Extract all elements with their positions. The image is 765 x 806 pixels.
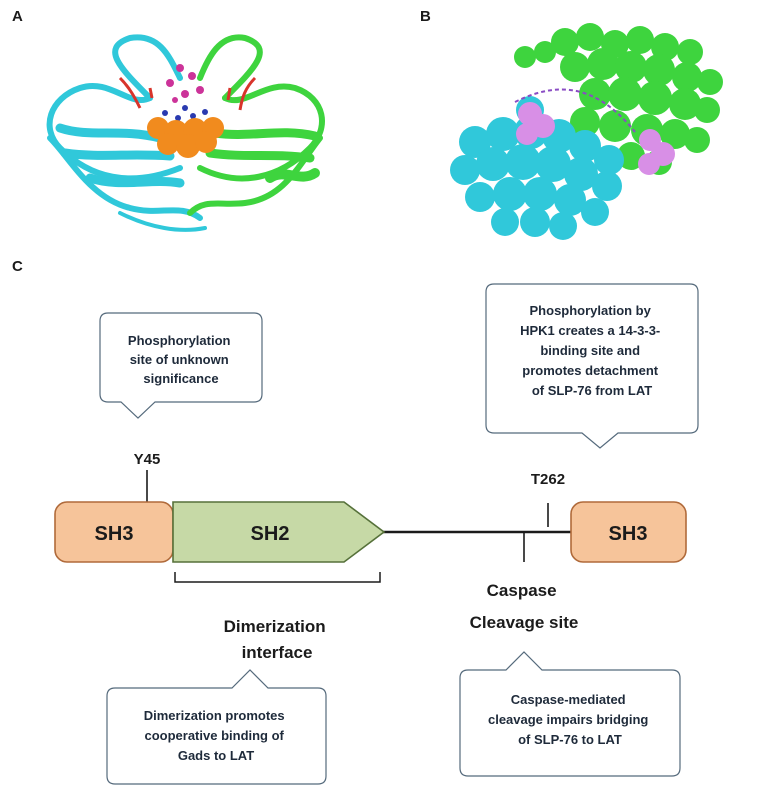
callout-dimerization-line-2: cooperative binding of bbox=[144, 728, 284, 743]
cyan-ribbon-chain bbox=[46, 34, 207, 232]
callout-y45-line-1: Phosphorylation bbox=[128, 333, 231, 348]
sh3-domain-c-label: SH3 bbox=[609, 523, 648, 545]
callout-caspase: Caspase-mediated cleavage impairs bridgi… bbox=[459, 651, 681, 777]
site-label-y45: Y45 bbox=[134, 451, 161, 468]
sh2-domain-label: SH2 bbox=[251, 523, 290, 545]
callout-t262-line-3: binding site and bbox=[540, 343, 640, 358]
dimerization-interface-label: Dimerization interface bbox=[224, 617, 331, 662]
sh3-domain-c-terminal bbox=[570, 501, 687, 563]
callout-t262-line-4: promotes detachment bbox=[522, 363, 658, 378]
callout-t262-line-5: of SLP-76 from LAT bbox=[532, 383, 652, 398]
callout-caspase-line-3: of SLP-76 to LAT bbox=[518, 732, 622, 747]
caspase-cleavage-site-label: Caspase Cleavage site bbox=[470, 581, 579, 632]
green-ribbon-chain bbox=[187, 34, 325, 216]
red-loop-segments bbox=[118, 76, 257, 111]
violet-spheres bbox=[516, 102, 675, 175]
ligand-dots bbox=[162, 64, 208, 121]
domain-diagram: Phosphorylation site of unknown signific… bbox=[54, 283, 699, 785]
svg-text:Caspase-mediated cleavag: Caspase-mediated cleavage impairs bridgi… bbox=[488, 692, 652, 747]
svg-text:Phosphorylation site of: Phosphorylation site of unknown signific… bbox=[128, 333, 234, 386]
callout-dimerization: Dimerization promotes cooperative bindin… bbox=[106, 669, 327, 785]
callout-y45-line-2: site of unknown bbox=[130, 352, 229, 367]
callout-dimerization-line-1: Dimerization promotes bbox=[144, 708, 285, 723]
callout-caspase-line-2: cleavage impairs bridging bbox=[488, 712, 648, 727]
site-label-t262: T262 bbox=[531, 471, 565, 488]
panel-letter-a: A bbox=[12, 8, 23, 25]
callout-dimerization-line-3: Gads to LAT bbox=[178, 748, 254, 763]
green-sphere-cluster bbox=[514, 23, 723, 175]
callout-caspase-line-1: Caspase-mediated bbox=[511, 692, 626, 707]
svg-text:Phosphorylation by HPK1: Phosphorylation by HPK1 creates a 14-3-3… bbox=[520, 303, 664, 398]
callout-t262-line-1: Phosphorylation by bbox=[530, 303, 652, 318]
sh2-domain bbox=[172, 501, 386, 563]
callout-t262: Phosphorylation by HPK1 creates a 14-3-3… bbox=[485, 283, 699, 449]
panel-letter-b: B bbox=[420, 8, 431, 25]
svg-text:Dimerization promotes co: Dimerization promotes cooperative bindin… bbox=[144, 708, 288, 763]
callout-y45-line-3: significance bbox=[143, 371, 218, 386]
callout-y45: Phosphorylation site of unknown signific… bbox=[99, 312, 263, 419]
dashed-path bbox=[514, 88, 636, 133]
space-filling-structure-image bbox=[450, 23, 723, 240]
orange-interface-spheres bbox=[147, 117, 224, 158]
ribbon-structure-image bbox=[46, 34, 325, 232]
panel-letter-c: C bbox=[12, 258, 23, 275]
sh3-domain-n-label: SH3 bbox=[95, 523, 134, 545]
dimerization-bracket bbox=[174, 572, 381, 583]
callout-t262-line-2: HPK1 creates a 14-3-3- bbox=[520, 323, 660, 338]
